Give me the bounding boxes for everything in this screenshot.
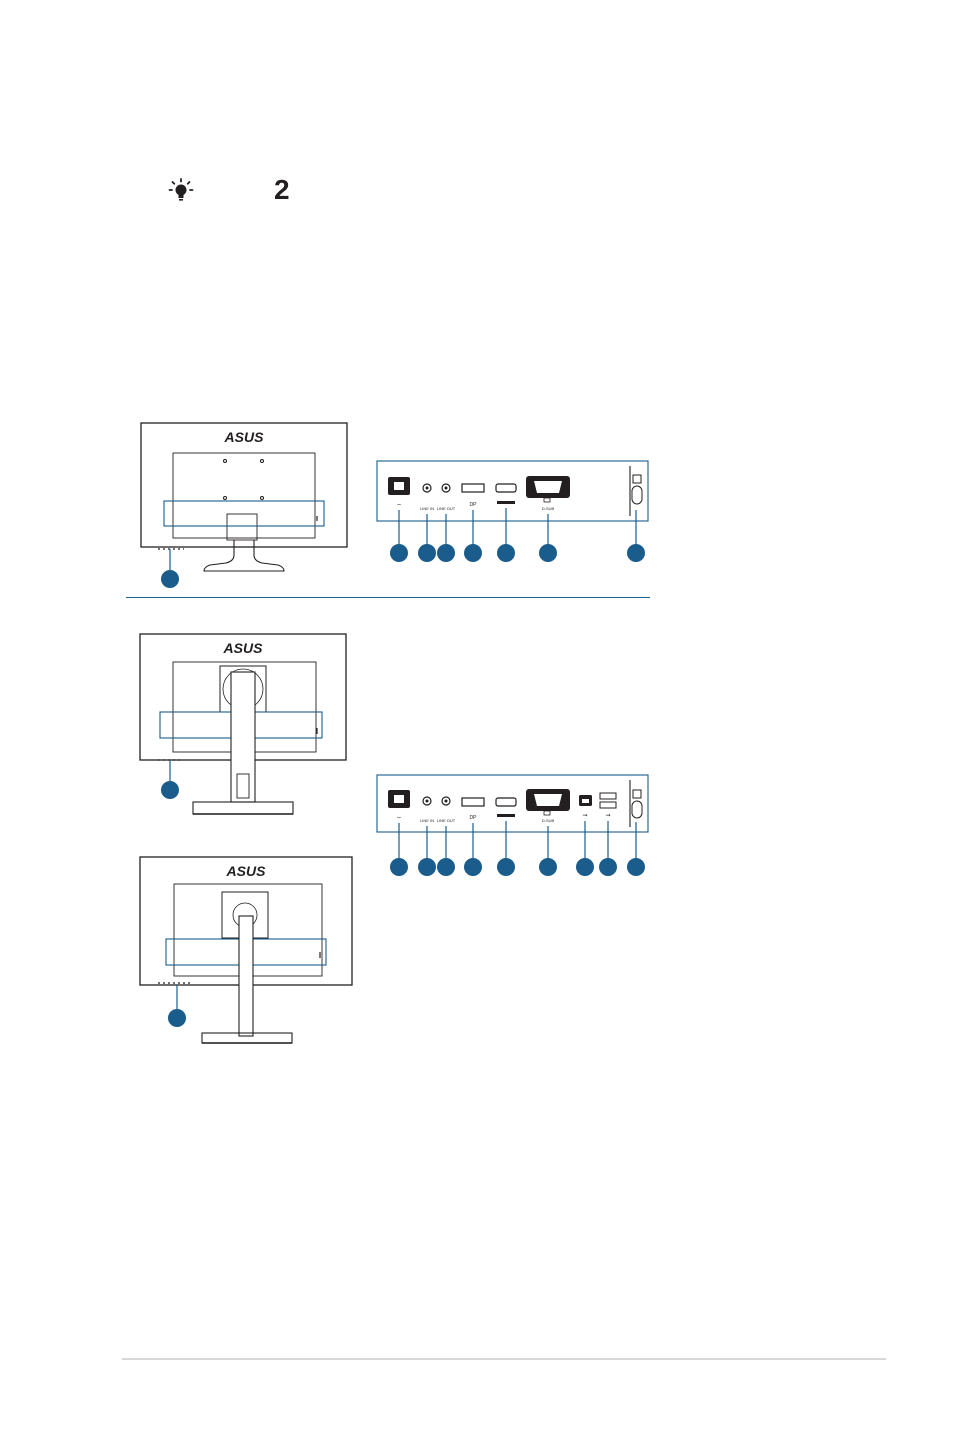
line-in-label: LINE IN [420, 506, 434, 511]
brand-logo: ASUS [224, 429, 265, 445]
callout-lock [627, 544, 645, 562]
callout-line-out-2 [437, 858, 455, 876]
callout-2 [161, 781, 179, 799]
line-out-port [441, 483, 451, 493]
line-in-port-2 [422, 796, 432, 806]
usb-a-port-bottom [599, 801, 617, 809]
line-out-label: LINE OUT [437, 506, 456, 511]
tip-number: 2 [274, 174, 290, 205]
callout-power [390, 544, 408, 562]
callout-line-in [418, 544, 436, 562]
monitor-rear-view-2: ASUS [139, 633, 347, 815]
port-panel-2: ~ LINE IN LINE OUT DP D-SUB ⇝ ⇝ [376, 774, 649, 876]
displayport-port-2 [461, 797, 485, 807]
usb-a-port-top [599, 792, 617, 800]
line-in-port [422, 483, 432, 493]
callout-usb-a [599, 858, 617, 876]
monitor-rear-view-1: ASUS [140, 422, 348, 572]
footer-rule [122, 1358, 886, 1360]
svg-text:~: ~ [397, 815, 401, 822]
usb-icon-2: ⇝ [605, 813, 610, 819]
displayport-port [461, 483, 485, 493]
kensington-lock-icon-2 [632, 789, 642, 799]
brand-logo-2: ASUS [223, 640, 264, 656]
line-out-label-2: LINE OUT [437, 818, 456, 823]
callout-dp-2 [464, 858, 482, 876]
monitor-rear-view-3: ASUS [139, 856, 353, 1044]
vga-label: D-SUB [542, 506, 555, 511]
svg-text:~: ~ [397, 502, 401, 509]
line-out-port-2 [441, 796, 451, 806]
callout-dp [464, 544, 482, 562]
section-divider [126, 597, 650, 598]
kensington-lock-icon [632, 474, 642, 484]
brand-logo-3: ASUS [226, 863, 267, 879]
callout-3 [168, 1009, 186, 1027]
port-panel-1: ~ LINE IN LINE OUT DP D-SUB [376, 460, 649, 562]
callout-hdmi-2 [497, 858, 515, 876]
callout-vga [539, 544, 557, 562]
line-in-label-2: LINE IN [420, 818, 434, 823]
callout-vga-2 [539, 858, 557, 876]
usb-icon: ⇝ [582, 813, 587, 819]
hdmi-logo-2 [497, 814, 515, 817]
callout-power-2 [390, 858, 408, 876]
callout-1 [161, 570, 179, 588]
callout-line-out [437, 544, 455, 562]
callout-hdmi [497, 544, 515, 562]
callout-line-in-2 [418, 858, 436, 876]
hdmi-logo [497, 501, 515, 504]
hdmi-port [495, 483, 517, 493]
callout-lock-2 [627, 858, 645, 876]
hdmi-port-2 [495, 797, 517, 807]
vga-label-2: D-SUB [542, 818, 555, 823]
lightbulb-icon [168, 178, 194, 201]
callout-usb-b [576, 858, 594, 876]
dp-label: DP [470, 502, 478, 508]
dp-label-2: DP [470, 815, 478, 821]
